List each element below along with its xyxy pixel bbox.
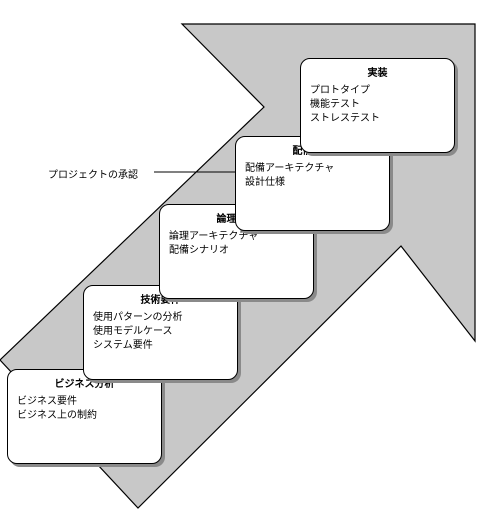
phase-item: 使用パターンの分析 (93, 312, 183, 323)
phase-technical-requirements: 技術要件 使用パターンの分析 使用モデルケース システム要件 (83, 285, 238, 380)
phase-item: 配備シナリオ (169, 245, 229, 256)
phase-item: 論理アーキテクチャ (169, 231, 259, 242)
phase-implementation: 実装 プロトタイプ 機能テスト ストレステスト (300, 58, 455, 153)
phase-item: ビジネス要件 (17, 396, 77, 407)
phase-title: 実装 (367, 68, 388, 79)
phase-item: システム要件 (93, 340, 153, 351)
phase-item: ストレステスト (310, 113, 380, 124)
phase-item: 配備アーキテクチャ (245, 163, 335, 174)
phase-item: 使用モデルケース (93, 326, 173, 337)
phase-title: 技術要件 (140, 295, 181, 306)
phase-title: ビジネス分析 (54, 379, 115, 390)
milestone-label: プロジェクトの承認 (48, 170, 138, 181)
phase-item: ビジネス上の制約 (17, 410, 97, 421)
phase-business-analysis: ビジネス分析 ビジネス要件 ビジネス上の制約 (7, 369, 162, 464)
phase-item: 機能テスト (310, 99, 360, 110)
phase-item: 設計仕様 (245, 177, 285, 188)
phase-item: プロトタイプ (310, 85, 370, 96)
